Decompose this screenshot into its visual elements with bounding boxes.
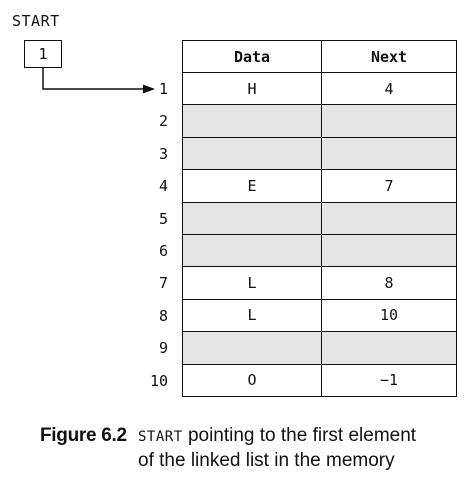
arrow-head	[143, 84, 155, 94]
table-row	[182, 331, 457, 365]
cell-data: L	[182, 266, 322, 300]
cell-data: H	[182, 71, 322, 106]
row-index-label: 6	[158, 242, 168, 260]
table-row	[182, 104, 457, 138]
row-index-label: 7	[158, 274, 168, 293]
caption-line1: pointing to the first element	[187, 425, 417, 446]
table-row	[182, 233, 457, 268]
row-index-label: 5	[158, 209, 168, 228]
row-index-label: 8	[158, 306, 168, 325]
cell-data: E	[182, 169, 322, 203]
table-header-row: Data Next	[182, 40, 457, 73]
cell-next: 7	[321, 169, 457, 203]
cell-next	[321, 331, 457, 365]
cell-next: −1	[321, 363, 457, 397]
start-label: START	[12, 12, 60, 30]
start-pointer-value: 1	[38, 45, 48, 63]
cell-next: 8	[321, 266, 457, 300]
cell-data	[182, 233, 322, 268]
row-index-label: 10	[149, 371, 168, 390]
cell-next	[321, 136, 457, 171]
figure-number: Figure 6.2	[40, 425, 127, 446]
start-pointer-box: 1	[24, 40, 62, 68]
arrow-line	[42, 68, 150, 90]
cell-next	[321, 201, 457, 235]
cell-next: 4	[321, 71, 457, 106]
table-row	[182, 136, 457, 171]
header-data: Data	[182, 40, 322, 73]
table-row	[182, 201, 457, 235]
cell-next	[321, 233, 457, 268]
caption-line2: of the linked list in the memory	[138, 450, 395, 471]
cell-next	[321, 104, 457, 138]
cell-data	[182, 201, 322, 235]
row-index-label: 9	[158, 339, 168, 358]
cell-data	[182, 136, 322, 171]
row-index-label: 2	[158, 112, 168, 131]
cell-next: 10	[321, 298, 457, 333]
table-row: O−1	[182, 363, 457, 397]
cell-data: L	[182, 298, 322, 333]
row-index-label: 4	[158, 177, 168, 196]
caption-start-word: START	[138, 429, 183, 445]
cell-data	[182, 104, 322, 138]
row-index-label: 3	[158, 144, 168, 163]
header-next: Next	[321, 40, 457, 73]
figure-caption: Figure 6.2 START pointing to the first el…	[40, 424, 470, 473]
row-index-label: 1	[158, 80, 168, 98]
cell-data	[182, 331, 322, 365]
cell-data: O	[182, 363, 322, 397]
